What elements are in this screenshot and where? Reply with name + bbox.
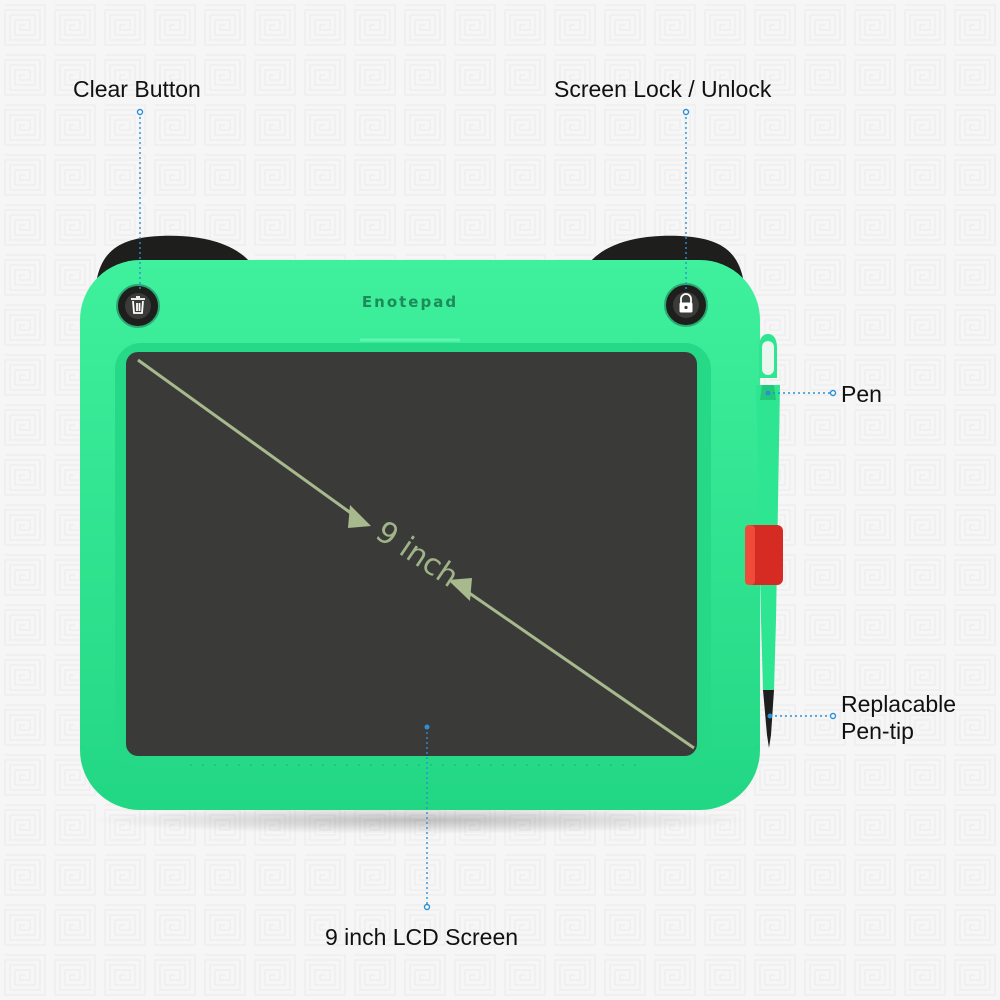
label-lcd-screen: 9 inch LCD Screen [325, 924, 519, 950]
diagonal-line-lower [461, 586, 695, 750]
pen [745, 334, 783, 748]
pen-tip [763, 690, 774, 748]
arrow-head-right [448, 578, 472, 601]
callout-anchors [424, 390, 773, 730]
label-pen-tip: Replacable Pen-tip [841, 691, 957, 744]
brand-logo: Enotepad [361, 293, 459, 311]
label-clear-button: Clear Button [73, 76, 201, 102]
screen-lock-button[interactable] [664, 283, 708, 327]
label-pen: Pen [841, 381, 882, 407]
clear-button[interactable] [116, 284, 160, 328]
tablet-shadow [90, 806, 750, 834]
diagonal-line-upper [137, 358, 356, 518]
callouts [139, 112, 832, 905]
arrow-head-left [348, 505, 371, 528]
callout-dots [136, 108, 837, 911]
lock-icon [679, 293, 693, 313]
label-screen-lock: Screen Lock / Unlock [554, 76, 772, 102]
trash-icon [131, 296, 145, 314]
